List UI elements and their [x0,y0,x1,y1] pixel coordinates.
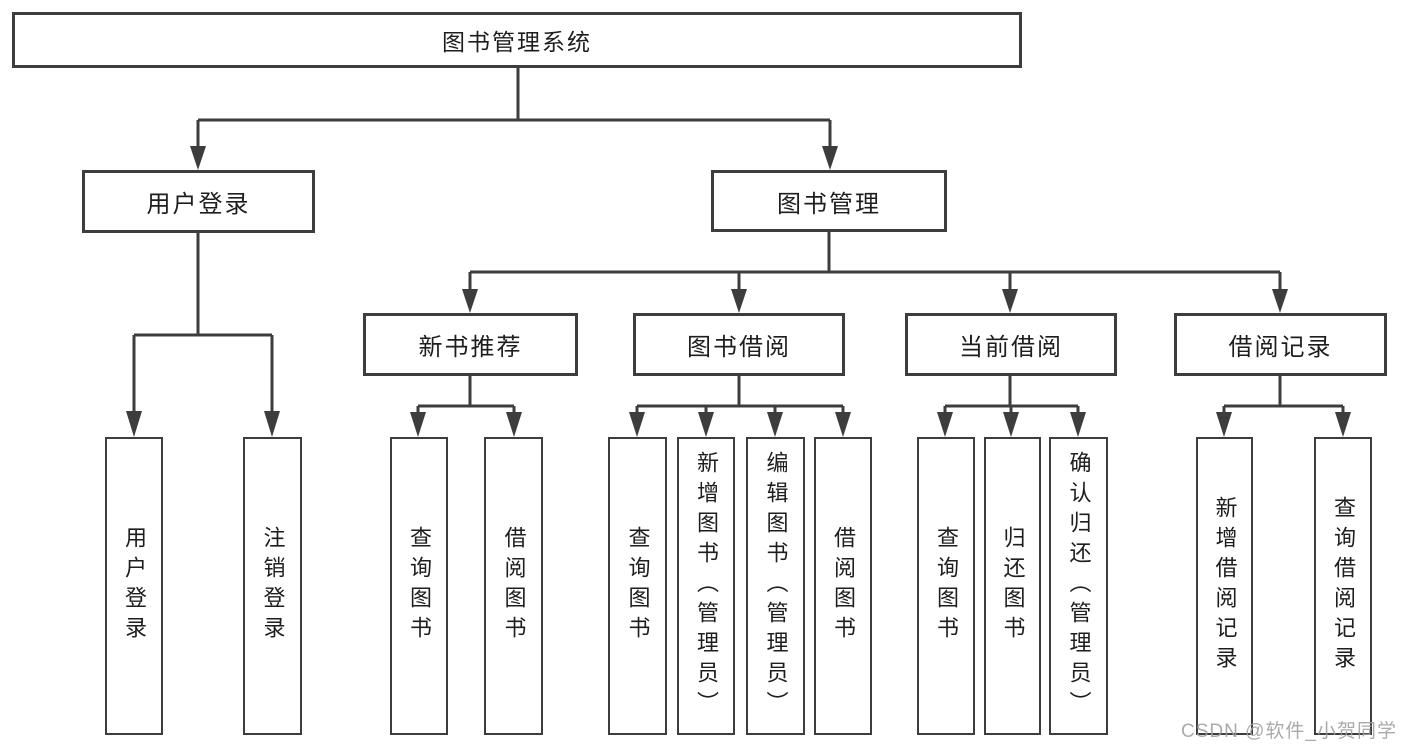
csdn-watermark: CSDN @软件_小贺同学 [1181,721,1397,742]
connector-paths [132,68,1345,413]
arrowheads [126,146,1351,437]
leaf-recommend-borrow-books: 借阅图书 [484,437,543,735]
node-new-book-recommend: 新书推荐 [363,313,578,376]
node-current-borrowing: 当前借阅 [905,313,1117,376]
node-book-management: 图书管理 [711,170,947,232]
leaf-user-login: 用户登录 [105,437,163,735]
leaf-add-borrow-record: 新增借阅记录 [1196,437,1253,735]
leaf-confirm-return-admin: 确认归还（管理员） [1049,437,1108,735]
leaf-return-books: 归还图书 [984,437,1041,735]
leaf-borrow-query-books: 查询图书 [608,437,667,735]
node-root: 图书管理系统 [12,12,1022,68]
leaf-borrow-books: 借阅图书 [814,437,872,735]
node-book-borrowing: 图书借阅 [633,313,845,376]
leaf-recommend-query-books: 查询图书 [390,437,448,735]
leaf-current-query-books: 查询图书 [917,437,975,735]
leaf-add-books-admin: 新增图书（管理员） [677,437,735,735]
node-user-login: 用户登录 [82,170,315,233]
leaf-query-borrow-record: 查询借阅记录 [1314,437,1372,735]
leaf-edit-books-admin: 编辑图书（管理员） [746,437,805,735]
node-borrowing-records: 借阅记录 [1174,313,1387,376]
leaf-logout: 注销登录 [243,437,302,735]
